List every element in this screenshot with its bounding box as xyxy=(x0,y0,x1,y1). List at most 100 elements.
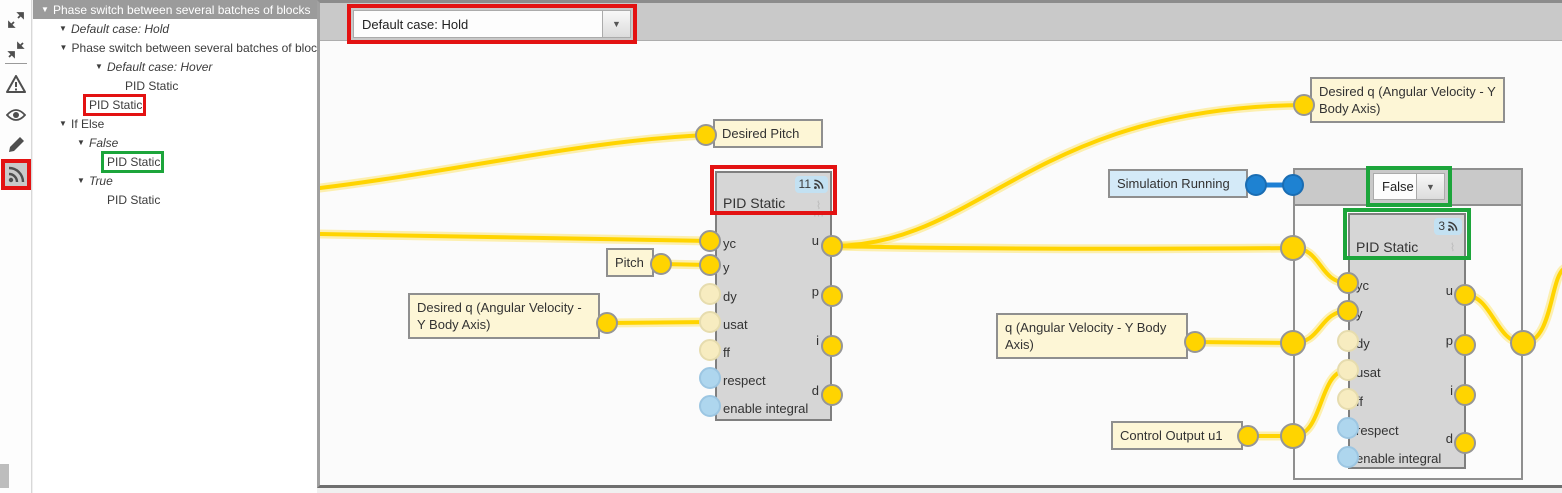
port-pid1-y[interactable] xyxy=(699,254,721,276)
label-desired-q-right[interactable]: Desired q (Angular Velocity - Y Body Axi… xyxy=(1310,77,1505,123)
port-ifelse-in-1[interactable] xyxy=(1280,235,1306,261)
tree-item-pid-static[interactable]: PID Static xyxy=(33,150,317,173)
warning-icon[interactable] xyxy=(3,71,29,97)
port-ifelse-in-3[interactable] xyxy=(1280,423,1306,449)
block-title: PID Static xyxy=(1356,239,1419,255)
menu-ghost-icon: ⌇⋯ xyxy=(1447,242,1458,264)
port-control-output[interactable] xyxy=(1237,425,1259,447)
output-label-u: u xyxy=(1445,283,1453,298)
port-pid2-i[interactable] xyxy=(1454,384,1476,406)
label-control-output-u1[interactable]: Control Output u1 xyxy=(1111,421,1243,450)
port-simulation-running[interactable] xyxy=(1245,174,1267,196)
port-pid2-enable-integral[interactable] xyxy=(1337,446,1359,468)
port-ifelse-condition[interactable] xyxy=(1282,174,1304,196)
tree-item-pid-static[interactable]: PID Static xyxy=(33,93,317,116)
tree-item-true[interactable]: ▼ True xyxy=(33,171,317,190)
tree-item-if-else[interactable]: ▼ If Else xyxy=(33,114,317,133)
port-pid1-i[interactable] xyxy=(821,335,843,357)
port-pid1-d[interactable] xyxy=(821,384,843,406)
if-else-case-dropdown[interactable]: False ▼ xyxy=(1373,173,1445,200)
tree-collapse-arrow-icon[interactable]: ▼ xyxy=(59,24,67,33)
input-label-usat: usat xyxy=(723,317,748,332)
port-pid2-d[interactable] xyxy=(1454,432,1476,454)
label-pitch[interactable]: Pitch xyxy=(606,248,654,277)
port-pid2-yc[interactable] xyxy=(1337,272,1359,294)
tree-item-default-case-hover[interactable]: ▼ Default case: Hover xyxy=(33,57,317,76)
label-q-angular[interactable]: q (Angular Velocity - Y Body Axis) xyxy=(996,313,1188,359)
port-desired-q-right[interactable] xyxy=(1293,94,1315,116)
label-desired-q-left[interactable]: Desired q (Angular Velocity - Y Body Axi… xyxy=(408,293,600,339)
input-label-respect: respect xyxy=(723,373,766,388)
diagram-canvas: Default case: Hold ▼ xyxy=(317,0,1562,488)
pencil-icon[interactable] xyxy=(3,131,29,157)
input-label-enable-integral: enable integral xyxy=(723,401,809,416)
port-ifelse-in-2[interactable] xyxy=(1280,330,1306,356)
tree-collapse-arrow-icon[interactable]: ▼ xyxy=(77,176,85,185)
port-pid1-p[interactable] xyxy=(821,285,843,307)
port-pid1-enable-integral[interactable] xyxy=(699,395,721,417)
port-pid1-usat[interactable] xyxy=(699,311,721,333)
input-label-yc: yc xyxy=(1356,278,1369,293)
label-simulation-running[interactable]: Simulation Running xyxy=(1108,169,1248,198)
tree-collapse-arrow-icon[interactable]: ▼ xyxy=(77,138,85,147)
port-pid1-dy[interactable] xyxy=(699,283,721,305)
port-pid1-respect[interactable] xyxy=(699,367,721,389)
port-pid1-yc[interactable] xyxy=(699,230,721,252)
if-else-case-value: False xyxy=(1382,179,1414,194)
input-label-ff: ff xyxy=(723,345,730,360)
tree-item-phase-switch-between-several-batches-of-bloc[interactable]: ▼Phase switch between several batches of… xyxy=(33,38,317,57)
tree-item-pid-static[interactable]: PID Static xyxy=(33,190,317,209)
tree-collapse-arrow-icon[interactable]: ▼ xyxy=(95,62,103,71)
collapse-icon[interactable] xyxy=(3,37,29,63)
input-label-dy: dy xyxy=(1356,336,1370,351)
block-title: PID Static xyxy=(723,195,786,211)
toolbar-sidebar xyxy=(0,0,32,493)
label-desired-pitch[interactable]: Desired Pitch xyxy=(713,119,823,148)
tree-item-phase-switch-between-several-batches-of-blocks[interactable]: ▼ Phase switch between several batches of… xyxy=(33,0,317,19)
pid-static-block-2[interactable]: PID Static 3 ⌇⋯ yc y dy usat ff respect … xyxy=(1348,213,1466,469)
default-case-dropdown[interactable]: Default case: Hold ▼ xyxy=(353,10,631,38)
port-desired-pitch[interactable] xyxy=(695,124,717,146)
chevron-down-icon[interactable]: ▼ xyxy=(1416,174,1444,199)
tree-collapse-arrow-icon[interactable]: ▼ xyxy=(41,5,49,14)
tree-item-pid-static[interactable]: PID Static xyxy=(33,76,317,95)
chevron-down-icon[interactable]: ▼ xyxy=(602,11,630,37)
port-pid1-u[interactable] xyxy=(821,235,843,257)
port-pid1-ff[interactable] xyxy=(699,339,721,361)
tree-item-label: True xyxy=(89,173,113,188)
port-pid2-ff[interactable] xyxy=(1337,388,1359,410)
port-pid2-u[interactable] xyxy=(1454,284,1476,306)
badge-count: 3 xyxy=(1438,219,1445,233)
port-desired-q-left[interactable] xyxy=(596,312,618,334)
connection-badge: 11 xyxy=(794,176,828,193)
sidebar-scrollbar[interactable] xyxy=(0,464,9,488)
signal-icon[interactable] xyxy=(3,162,29,188)
pid-static-block-1[interactable]: PID Static 11 ⌇⋯ yc y dy usat ff respect… xyxy=(715,171,832,421)
port-pid2-y[interactable] xyxy=(1337,300,1359,322)
tree-item-label: Phase switch between several batches of … xyxy=(53,2,311,17)
signal-icon xyxy=(1448,221,1458,231)
port-ifelse-out[interactable] xyxy=(1510,330,1536,356)
signal-icon xyxy=(814,179,824,189)
tree-item-label: If Else xyxy=(71,116,105,131)
port-pid2-usat[interactable] xyxy=(1337,359,1359,381)
tree-item-label: Default case: Hover xyxy=(107,59,213,74)
output-label-d: d xyxy=(811,383,819,398)
tree-collapse-arrow-icon[interactable]: ▼ xyxy=(59,119,67,128)
eye-icon[interactable] xyxy=(3,102,29,128)
tree-item-false[interactable]: ▼False xyxy=(33,133,317,152)
tree-item-default-case-hold[interactable]: ▼Default case: Hold xyxy=(33,19,317,38)
port-pid2-p[interactable] xyxy=(1454,334,1476,356)
expand-icon[interactable] xyxy=(3,7,29,33)
input-label-ff: ff xyxy=(1356,394,1363,409)
tree-item-label: PID Static xyxy=(100,150,165,173)
output-label-d: d xyxy=(1445,431,1453,446)
tree-item-label: Phase switch between several batches of … xyxy=(71,40,317,55)
sidebar-divider xyxy=(5,63,27,64)
port-q-angular[interactable] xyxy=(1184,331,1206,353)
port-pitch[interactable] xyxy=(650,253,672,275)
port-pid2-dy[interactable] xyxy=(1337,330,1359,352)
tree-collapse-arrow-icon[interactable]: ▼ xyxy=(59,43,68,52)
port-pid2-respect[interactable] xyxy=(1337,417,1359,439)
input-label-yc: yc xyxy=(723,236,736,251)
